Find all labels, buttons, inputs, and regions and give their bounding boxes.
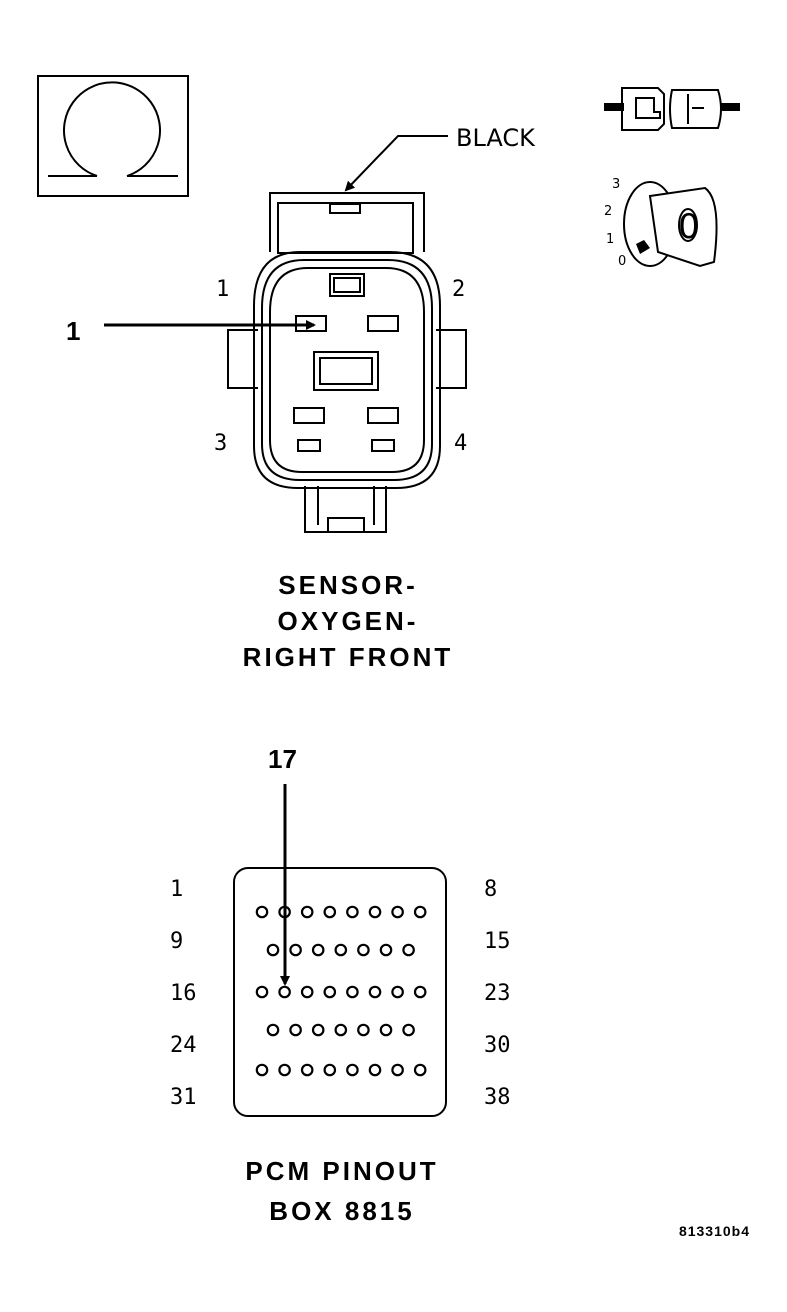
pcm-row-label-right-5: 38 xyxy=(484,1085,511,1110)
connector-disconnected-icon xyxy=(604,87,740,131)
sensor-title-line-3: RIGHT FRONT xyxy=(243,642,454,672)
pcm-pin-4 xyxy=(323,905,337,919)
pcm-pin-12 xyxy=(334,943,348,957)
pcm-pin-13 xyxy=(357,943,370,957)
pcm-pin-32 xyxy=(278,1063,291,1077)
pcm-row-label-left-3: 16 xyxy=(170,981,197,1006)
pcm-row-label-left-4: 24 xyxy=(170,1033,197,1058)
pcm-pin-9 xyxy=(266,943,280,957)
pcm-pin-27 xyxy=(334,1023,348,1037)
pcm-pin-22 xyxy=(391,985,404,999)
pcm-pin-37 xyxy=(391,1063,404,1077)
sensor-title-line-2: OXYGEN- xyxy=(278,606,419,636)
ignition-position-0: 0 xyxy=(618,254,626,269)
ignition-position-3: 3 xyxy=(612,177,620,192)
sensor-callout-number: 1 xyxy=(66,316,80,346)
pcm-pin-25 xyxy=(289,1023,302,1037)
pcm-pin-11 xyxy=(311,943,325,957)
sensor-pin-callout: 1 xyxy=(66,316,316,346)
pcm-pin-24 xyxy=(266,1023,280,1037)
pcm-pin-29 xyxy=(379,1023,393,1037)
pcm-pin-5 xyxy=(346,905,359,919)
pcm-pin-31 xyxy=(255,1063,269,1077)
pcm-pin-15 xyxy=(402,943,415,957)
figure-id: 813310b4 xyxy=(679,1223,750,1239)
pcm-pin-7 xyxy=(391,905,404,919)
pcm-pin-6 xyxy=(368,905,382,919)
pcm-pin-10 xyxy=(289,943,302,957)
pcm-pin-38 xyxy=(413,1063,427,1077)
ignition-key-label: 0 xyxy=(678,207,700,247)
ignition-position-1: 1 xyxy=(606,232,614,247)
pcm-pin-20 xyxy=(346,985,359,999)
pcm-pin-1 xyxy=(255,905,269,919)
pcm-row-label-left-5: 31 xyxy=(170,1085,197,1110)
pcm-row-label-right-1: 8 xyxy=(484,877,497,902)
pcm-pin-33 xyxy=(300,1063,314,1077)
pcm-pin-callout: 17 xyxy=(268,744,297,986)
pcm-pin-21 xyxy=(368,985,382,999)
pcm-pin-36 xyxy=(368,1063,382,1077)
pcm-pin-3 xyxy=(300,905,314,919)
pcm-pin-14 xyxy=(379,943,393,957)
ignition-position-2: 2 xyxy=(604,204,612,219)
connector-color-label: BLACK xyxy=(456,124,536,152)
pcm-row-label-left-2: 9 xyxy=(170,929,183,954)
cavity-label-3: 3 xyxy=(214,431,227,456)
pcm-row-label-right-4: 30 xyxy=(484,1033,511,1058)
pcm-pin-grid xyxy=(255,905,427,1077)
cavity-label-1: 1 xyxy=(216,277,229,302)
pcm-pin-35 xyxy=(346,1063,359,1077)
pcm-pin-8 xyxy=(413,905,427,919)
pcm-pin-19 xyxy=(323,985,337,999)
pcm-row-label-right-2: 15 xyxy=(484,929,511,954)
sensor-title-line-1: SENSOR- xyxy=(278,570,417,600)
pcm-pin-18 xyxy=(300,985,314,999)
pcm-pin-28 xyxy=(357,1023,370,1037)
pcm-pin-16 xyxy=(255,985,269,999)
ohm-meter-icon xyxy=(37,75,189,197)
pcm-title-line-1: PCM PINOUT xyxy=(245,1156,438,1186)
pcm-pin-30 xyxy=(402,1023,415,1037)
cavity-label-2: 2 xyxy=(452,277,465,302)
ignition-switch-off-icon: 3 2 1 0 0 xyxy=(604,177,718,269)
pcm-callout-number: 17 xyxy=(268,744,297,774)
pcm-pin-23 xyxy=(413,985,427,999)
pcm-row-label-right-3: 23 xyxy=(484,981,511,1006)
pcm-pin-26 xyxy=(311,1023,325,1037)
connector-color-callout: BLACK xyxy=(344,124,536,192)
pcm-row-label-left-1: 1 xyxy=(170,877,183,902)
sensor-connector-face xyxy=(227,192,467,533)
cavity-label-4: 4 xyxy=(454,431,467,456)
pcm-pin-34 xyxy=(323,1063,337,1077)
pcm-connector-face xyxy=(233,867,447,1117)
pcm-pin-17 xyxy=(278,985,291,999)
pcm-title-line-2: BOX 8815 xyxy=(269,1196,414,1226)
